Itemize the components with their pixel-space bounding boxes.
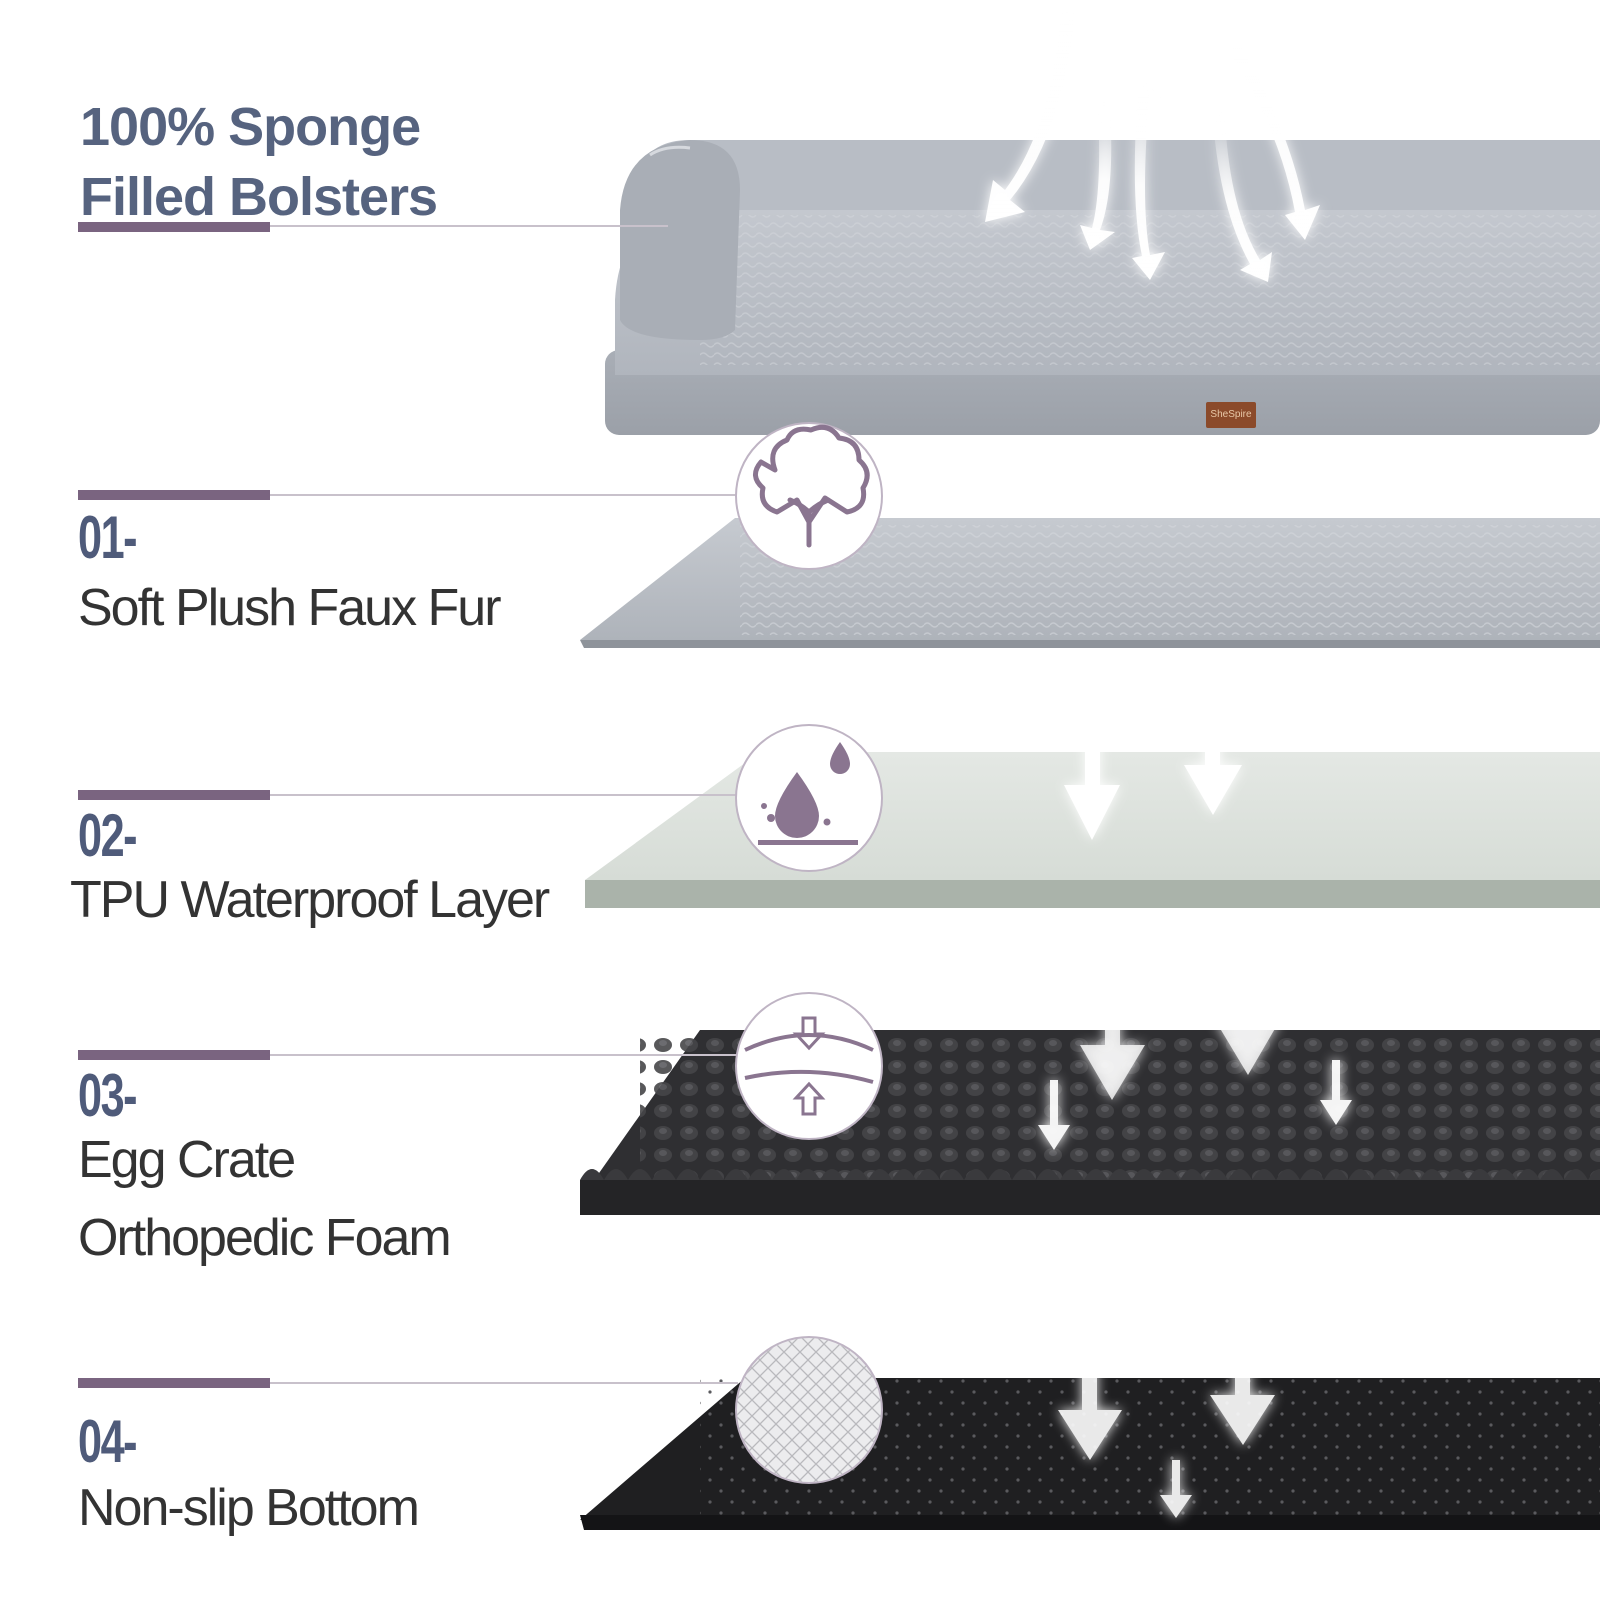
compression-icon: [735, 992, 883, 1140]
layer-label-01: Soft Plush Faux Fur: [78, 579, 502, 637]
layer-number-02: 02-: [78, 802, 138, 869]
layer-label-02: TPU Waterproof Layer: [70, 871, 550, 929]
callout-line-02: [78, 790, 738, 800]
brand-tag: SheSpire: [1206, 402, 1256, 428]
callout-line-03: [78, 1050, 738, 1060]
layer-label-04: Non-slip Bottom: [78, 1479, 420, 1537]
layer-number-04: 04-: [78, 1408, 138, 1475]
airflow-arrows-foam: [1038, 930, 1352, 1150]
feature-title-line1: 100% Sponge: [80, 97, 421, 157]
feature-title: 100% Sponge Filled Bolsters: [80, 92, 438, 232]
cotton-icon: [735, 422, 883, 570]
airflow-arrows-tpu: [1064, 670, 1242, 840]
callout-line-04: [78, 1378, 738, 1388]
layer-label-03-line2: Orthopedic Foam: [78, 1209, 452, 1267]
airflow-arrows-bottom: [1058, 1320, 1275, 1518]
layer-label-03-line1: Egg Crate: [78, 1131, 296, 1189]
callout-line-title: [78, 222, 668, 232]
faux-fur-layer-image: [580, 518, 1600, 648]
layer-number-03: 03-: [78, 1062, 138, 1129]
dog-bed-image: [605, 140, 1600, 435]
non-slip-texture-icon: [735, 1336, 883, 1484]
water-drop-icon: [735, 724, 883, 872]
airflow-arrows-top: [985, 20, 1320, 282]
callout-line-01: [78, 490, 738, 500]
feature-title-line2: Filled Bolsters: [80, 167, 438, 227]
layer-number-01: 01-: [78, 504, 138, 571]
